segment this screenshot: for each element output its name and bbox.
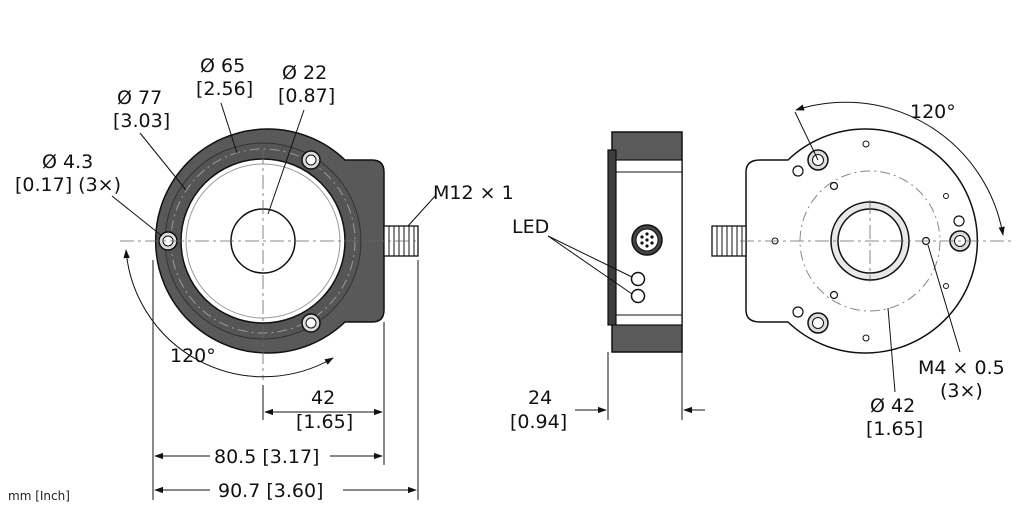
leader-dia4-3 bbox=[111, 195, 163, 237]
label-dia65-inch: [2.56] bbox=[196, 78, 253, 100]
side-led-1 bbox=[630, 271, 646, 287]
rear-small-hole bbox=[862, 140, 870, 148]
rear-small-hole bbox=[943, 283, 949, 289]
leader-dia65 bbox=[220, 102, 238, 154]
label-dia4-3: Ø 4.3 bbox=[42, 151, 93, 173]
leader-dia22 bbox=[267, 109, 305, 215]
rear-thread-hole bbox=[829, 290, 839, 300]
label-led: LED bbox=[512, 216, 549, 238]
side-view: LED 24 [0.94] bbox=[510, 131, 705, 433]
label-dia65: Ø 65 bbox=[200, 55, 245, 77]
leader-led-2 bbox=[547, 235, 633, 295]
label-dim24-inch: [0.94] bbox=[510, 411, 567, 433]
leader-m4 bbox=[927, 244, 961, 353]
label-dim42-inch: [1.65] bbox=[296, 411, 353, 433]
side-connector bbox=[631, 224, 663, 256]
label-dim80-5: 80.5 [3.17] bbox=[214, 446, 319, 468]
side-housing-lip bbox=[607, 149, 617, 326]
label-dia22: Ø 22 bbox=[282, 62, 327, 84]
leader-dia77 bbox=[139, 132, 187, 191]
units-note: mm [Inch] bbox=[8, 489, 70, 503]
front-mounting-hole bbox=[301, 313, 321, 333]
label-dia22-inch: [0.87] bbox=[278, 85, 335, 107]
label-dia42: Ø 42 bbox=[870, 395, 915, 417]
label-dia77: Ø 77 bbox=[117, 87, 162, 109]
rear-small-hole bbox=[862, 334, 870, 342]
leader-dia42 bbox=[887, 307, 896, 393]
label-dia42-inch: [1.65] bbox=[866, 418, 923, 440]
rear-mounting-hole bbox=[807, 312, 829, 334]
front-angle-arc bbox=[123, 249, 334, 378]
leader-led-1 bbox=[547, 235, 633, 278]
rear-thread-hole bbox=[829, 181, 839, 191]
label-m4: M4 × 0.5 bbox=[918, 357, 1005, 379]
rear-screw bbox=[792, 165, 804, 177]
label-m12: M12 × 1 bbox=[433, 182, 514, 204]
front-view: Ø 77 [3.03] Ø 65 [2.56] Ø 22 [0.87] Ø 4.… bbox=[15, 55, 514, 502]
rear-screw bbox=[953, 215, 965, 227]
front-mounting-hole bbox=[301, 150, 321, 170]
rear-screw bbox=[792, 306, 804, 318]
label-rear-angle: 120° bbox=[910, 101, 956, 123]
label-dim42: 42 bbox=[311, 387, 335, 409]
rear-angle-arc bbox=[795, 101, 1005, 236]
rear-connector bbox=[711, 225, 747, 257]
label-dim90-7: 90.7 [3.60] bbox=[218, 480, 323, 502]
leader-m12 bbox=[407, 194, 437, 227]
label-dia77-inch: [3.03] bbox=[113, 110, 170, 132]
rear-view: 120° M4 × 0.5 (3×) Ø 42 [1.65] bbox=[711, 101, 1015, 440]
label-dim24: 24 bbox=[528, 387, 552, 409]
label-front-angle: 120° bbox=[170, 345, 216, 367]
side-led-2 bbox=[630, 288, 646, 304]
label-dia4-3-inch: [0.17] (3×) bbox=[15, 174, 121, 196]
label-m4-count: (3×) bbox=[940, 380, 983, 402]
rear-small-hole bbox=[943, 193, 949, 199]
